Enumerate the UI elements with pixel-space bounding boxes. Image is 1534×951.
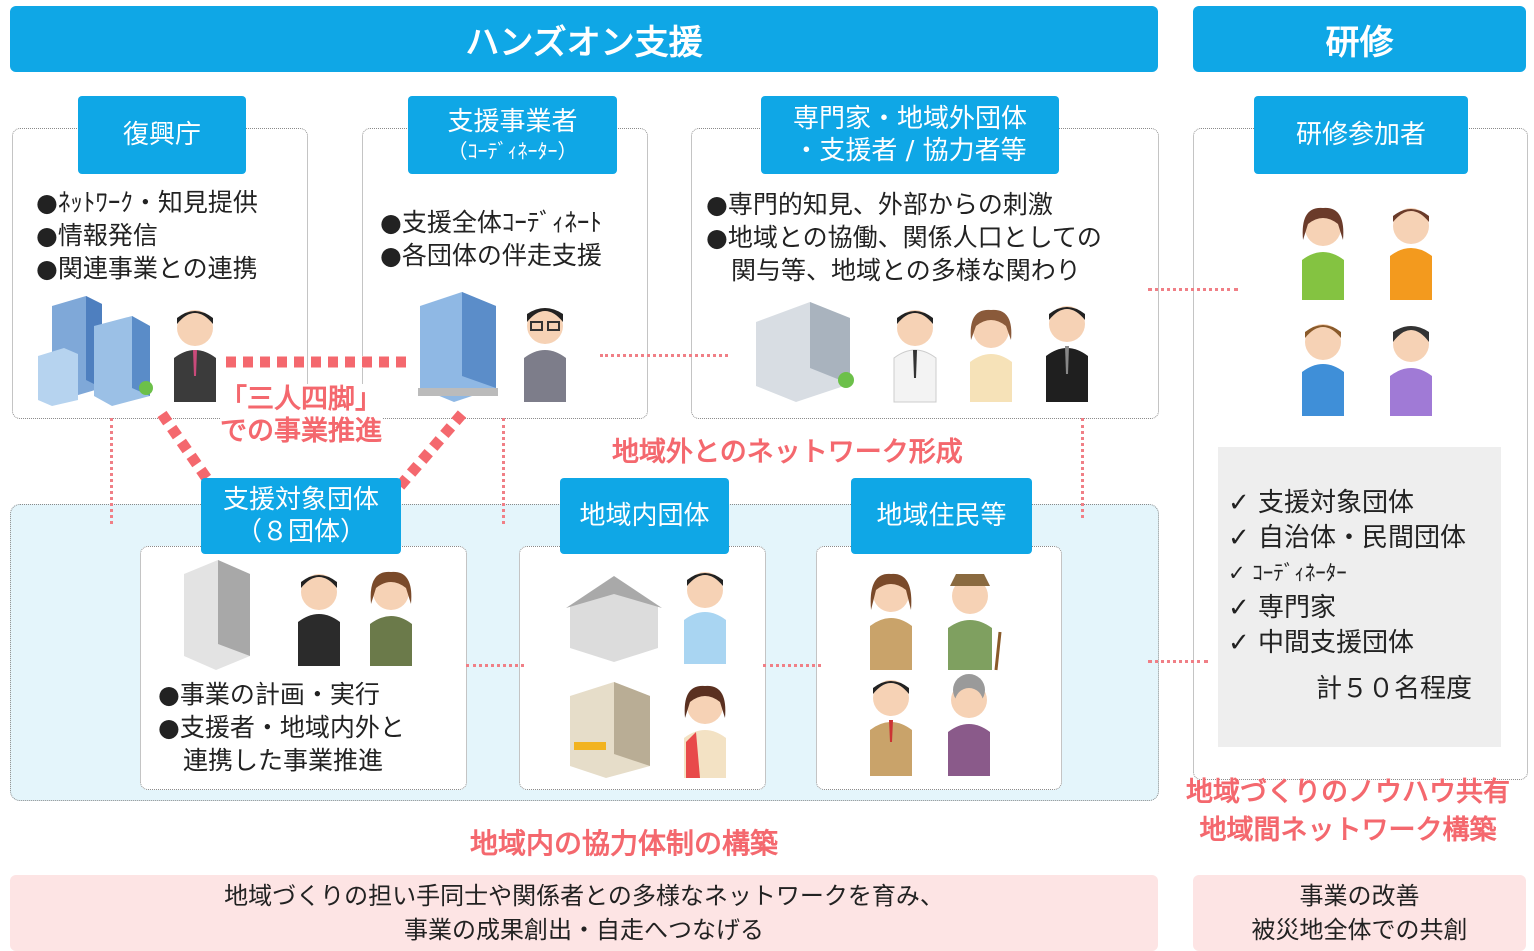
triangle-label-line1: 「三人四脚」 — [220, 384, 382, 415]
student-girl-icon — [870, 573, 912, 670]
bullet: ●支援者・地域内外と — [158, 713, 405, 742]
reconstruction-label: 復興庁 — [78, 96, 246, 174]
local-orgs-label: 地域内団体 — [560, 478, 729, 554]
bullet: ●情報発信 — [36, 221, 158, 250]
handson-banner: ハンズオン支援 — [10, 6, 1158, 72]
bullet: ●各団体の伴走支援 — [380, 241, 602, 270]
network-outside-label: 地域外とのネットワーク形成 — [612, 437, 963, 468]
checklist-item: ✓ 中間支援団体 — [1228, 628, 1415, 658]
target-label-text: 支援対象団体 — [222, 484, 379, 515]
footer-right-line1: 事業の改善 — [1299, 882, 1420, 910]
person-red-top-icon — [684, 685, 726, 778]
training-title: 研修 — [1325, 22, 1394, 63]
connector-local-residents — [763, 664, 821, 667]
person-apron-icon — [370, 571, 412, 666]
participant-blue-icon — [1302, 324, 1344, 416]
supporter-label: 支援事業者 （ｺｰﾃﾞｨﾈｰﾀｰ） — [408, 96, 617, 174]
reconstruction-label-text: 復興庁 — [122, 119, 201, 150]
student-boy-icon — [870, 680, 912, 776]
knowhow-line2: 地域間ネットワーク構築 — [1199, 815, 1497, 846]
hospital-building-icon — [756, 302, 854, 402]
bullet: ●事業の計画・実行 — [158, 680, 380, 709]
residents-label: 地域住民等 — [851, 478, 1032, 554]
participant-purple-icon — [1390, 326, 1432, 416]
footer-left-line2: 事業の成果創出・自走へつなげる — [404, 916, 764, 944]
office-tower-icon — [418, 292, 498, 402]
footer-left-line1: 地域づくりの担い手同士や関係者との多様なネットワークを育み、 — [224, 882, 944, 910]
connector-local-training — [1148, 660, 1208, 663]
checklist-item: ✓ ｺｰﾃﾞｨﾈｰﾀｰ — [1228, 561, 1347, 585]
participants-label-text: 研修参加者 — [1295, 119, 1426, 150]
participants-label: 研修参加者 — [1254, 96, 1468, 174]
checklist-item: ✓ 自治体・民間団体 — [1228, 523, 1467, 553]
target-label: 支援対象団体 （８団体） — [201, 478, 401, 554]
bullet: ●地域との協働、関係人口としての — [706, 223, 1102, 252]
gray-building-icon — [184, 560, 250, 670]
person-suit-icon — [174, 310, 216, 402]
reconstruction-bullets: ●ﾈｯﾄﾜｰｸ・知見提供 ●情報発信 ●関連事業との連携 — [36, 186, 258, 285]
inner-cooperation-label: 地域内の協力体制の構築 — [470, 827, 779, 860]
elderly-woman-icon — [948, 674, 990, 776]
person-dark-suit-icon — [1046, 306, 1088, 402]
residents-box — [816, 546, 1062, 790]
person-jacket-icon — [298, 574, 340, 666]
connector-reconstruction-target — [110, 418, 113, 524]
bullet: ●ﾈｯﾄﾜｰｸ・知見提供 — [36, 188, 258, 217]
supporter-label-text: 支援事業者 — [447, 107, 578, 138]
target-sublabel-text: （８団体） — [235, 517, 366, 547]
connector-experts-training — [1148, 288, 1238, 291]
connector-target-local — [466, 664, 524, 667]
checklist-item: ✓ 支援対象団体 — [1228, 488, 1415, 518]
training-total: 計５０名程度 — [1316, 674, 1473, 704]
bullet: ●関連事業との連携 — [36, 254, 258, 283]
checklist-item: ✓ 専門家 — [1228, 593, 1337, 623]
footer-left: 地域づくりの担い手同士や関係者との多様なネットワークを育み、 事業の成果創出・自… — [10, 875, 1158, 951]
person-woman-icon — [970, 309, 1012, 402]
training-banner: 研修 — [1193, 6, 1526, 72]
house-icon — [566, 576, 662, 662]
experts-label-line2: ・支援者 / 協力者等 — [793, 136, 1027, 166]
training-checklist: ✓ 支援対象団体 ✓ 自治体・民間団体 ✓ ｺｰﾃﾞｨﾈｰﾀｰ ✓ 専門家 ✓ … — [1228, 486, 1466, 661]
bullet: 連携した事業推進 — [158, 746, 384, 775]
training-checklist-panel — [1218, 447, 1501, 747]
connector-supporter-target — [502, 418, 505, 524]
bullet: 関与等、地域との多様な関わり — [706, 256, 1081, 285]
target-bullets: ●事業の計画・実行 ●支援者・地域内外と 連携した事業推進 — [158, 678, 405, 777]
residents-label-text: 地域住民等 — [876, 500, 1007, 531]
experts-label-line1: 専門家・地域外団体 — [792, 103, 1027, 134]
person-glasses-icon — [524, 308, 566, 402]
bullet: ●専門的知見、外部からの刺激 — [706, 190, 1053, 219]
person-shirt-icon — [893, 310, 937, 403]
supporter-bullets: ●支援全体ｺｰﾃﾞｨﾈｰﾄ ●各団体の伴走支援 — [380, 206, 602, 272]
connector-supporter-experts — [600, 354, 728, 357]
experts-bullets: ●専門的知見、外部からの刺激 ●地域との協働、関係人口としての 関与等、地域との… — [706, 188, 1102, 287]
supporter-sublabel-text: （ｺｰﾃﾞｨﾈｰﾀｰ） — [447, 138, 578, 163]
triangle-label-line2: での事業推進 — [220, 416, 382, 447]
knowhow-label: 地域づくりのノウハウ共有 地域間ネットワーク構築 — [1186, 774, 1510, 850]
shop-building-icon — [570, 682, 650, 778]
triangle-label: 「三人四脚」 での事業推進 — [220, 384, 382, 448]
footer-right-line2: 被災地全体での共創 — [1251, 916, 1468, 944]
office-buildings-icon — [38, 296, 153, 406]
handson-title: ハンズオン支援 — [465, 22, 703, 63]
elderly-man-icon — [948, 574, 1002, 671]
supporter-box — [362, 128, 648, 419]
local-orgs-label-text: 地域内団体 — [579, 500, 710, 531]
person-blue-shirt-icon — [684, 572, 726, 664]
knowhow-line1: 地域づくりのノウハウ共有 — [1186, 777, 1510, 808]
connector-experts-residents — [1081, 418, 1084, 518]
participant-orange-icon — [1390, 208, 1432, 300]
bullet: ●支援全体ｺｰﾃﾞｨﾈｰﾄ — [380, 208, 602, 237]
participant-green-icon — [1302, 207, 1344, 300]
footer-right: 事業の改善 被災地全体での共創 — [1193, 875, 1526, 951]
experts-label: 専門家・地域外団体 ・支援者 / 協力者等 — [761, 96, 1059, 174]
